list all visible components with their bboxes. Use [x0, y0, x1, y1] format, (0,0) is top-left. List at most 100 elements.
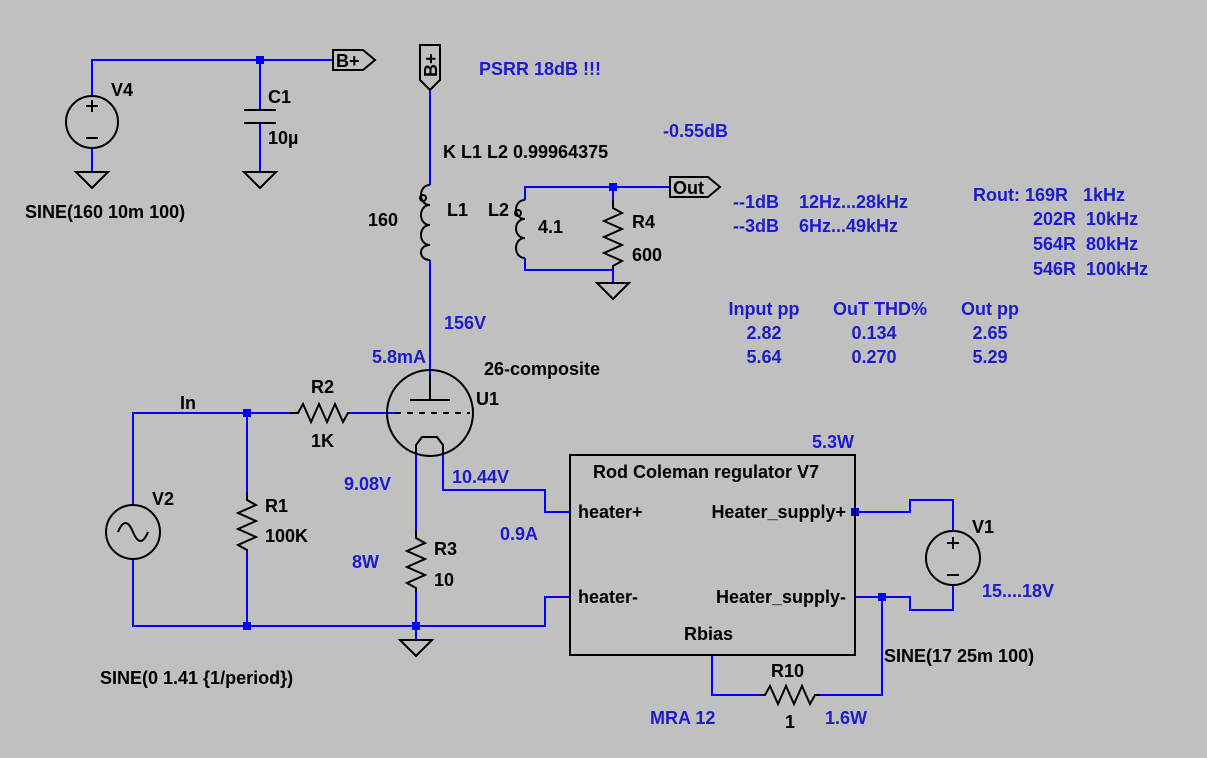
anode-current: 5.8mA: [372, 347, 426, 367]
bandwidth-1db: --1dB 12Hz...28kHz: [733, 192, 908, 212]
c1-value: 10µ: [268, 128, 298, 148]
pin-rbias: Rbias: [684, 624, 733, 644]
grid-voltage: 9.08V: [344, 474, 391, 494]
polarity-dot: [419, 194, 427, 202]
table-header: OuT THD%: [833, 299, 927, 319]
u1-model: 26-composite: [484, 359, 600, 379]
table-cell: 2.65: [972, 323, 1007, 343]
bplus-flag: [332, 49, 377, 71]
l2-name: L2: [488, 200, 509, 220]
coupling-directive: K L1 L2 0.99964375: [443, 142, 608, 162]
junction-dot: [243, 622, 251, 630]
r4-value: 600: [632, 245, 662, 265]
table-header: Input pp: [729, 299, 800, 319]
bandwidth-3db: --3dB 6Hz...49kHz: [733, 216, 898, 236]
r2-value: 1K: [311, 431, 334, 451]
r2-name: R2: [311, 377, 334, 397]
r2-resistor: [290, 401, 350, 425]
r10-resistor: [760, 683, 820, 707]
bplus-flag-label: B+: [336, 51, 360, 71]
dc-source-icon: [925, 530, 981, 586]
r3-name: R3: [434, 539, 457, 559]
filament-current: 0.9A: [500, 524, 538, 544]
r1-value: 100K: [265, 526, 308, 546]
v1-range: 15....18V: [982, 581, 1054, 601]
in-net-label: In: [180, 393, 196, 413]
r1-name: R1: [265, 496, 288, 516]
l1-inductor: [419, 184, 431, 261]
rout-notes: Rout: 169R 1kHz 202R 10kHz 564R 80kHz 54…: [973, 185, 1148, 279]
mra-note: MRA 12: [650, 708, 715, 728]
rout-line: 564R 80kHz: [1033, 234, 1138, 254]
table-cell: 0.134: [851, 323, 896, 343]
ground-icon: [241, 171, 279, 190]
l2-inductor: [514, 199, 526, 259]
measurement-table: Input pp OuT THD% Out pp 2.82 0.134 2.65…: [729, 299, 1019, 367]
psrr-note: PSRR 18dB !!!: [479, 59, 601, 79]
filament: [415, 436, 444, 455]
l1-name: L1: [447, 200, 468, 220]
anode-voltage: 156V: [444, 313, 486, 333]
table-cell: 0.270: [851, 347, 896, 367]
r4-resistor: [601, 200, 625, 270]
rout-line: 202R 10kHz: [1033, 209, 1138, 229]
junction-dot: [256, 56, 264, 64]
r1-resistor: [235, 492, 259, 552]
out-flag-label: Out: [673, 178, 704, 198]
l2-value: 4.1: [538, 217, 563, 237]
u1-triode: [386, 369, 474, 457]
rout-line: Rout: 169R 1kHz: [973, 185, 1125, 205]
l1-value: 160: [368, 210, 398, 230]
regulator-title: Rod Coleman regulator V7: [593, 462, 819, 482]
out-flag: [669, 176, 722, 198]
ground-symbols: [73, 171, 632, 658]
filament-voltage: 10.44V: [452, 467, 509, 487]
junction-dot: [243, 409, 251, 417]
pin-heater-supply-plus: Heater_supply+: [711, 502, 846, 522]
junction-dot: [412, 622, 420, 630]
wires: [91, 59, 954, 696]
pin-heater-plus: heater+: [578, 502, 643, 522]
pin-heater-minus: heater-: [578, 587, 638, 607]
r3-resistor: [404, 530, 428, 592]
table-header: Out pp: [961, 299, 1019, 319]
pin-heater-supply-minus: Heater_supply-: [716, 587, 846, 607]
table-cell: 2.82: [746, 323, 781, 343]
dc-source-icon: [65, 95, 119, 149]
table-cell: 5.64: [746, 347, 781, 367]
v4-spec: SINE(160 10m 100): [25, 202, 185, 222]
v4-name: V4: [111, 80, 133, 100]
ground-icon: [594, 282, 632, 301]
ground-icon: [73, 171, 111, 190]
r3-value: 10: [434, 570, 454, 590]
polarity-dot: [514, 209, 522, 217]
v2-source: [105, 504, 161, 560]
v1-spec: SINE(17 25m 100): [884, 646, 1034, 666]
regulator-block: [569, 454, 856, 656]
v2-spec: SINE(0 1.41 {1/period}): [100, 668, 293, 688]
r10-value: 1: [785, 712, 795, 732]
v2-name: V2: [152, 489, 174, 509]
r3-power: 8W: [352, 552, 379, 572]
c1-name: C1: [268, 87, 291, 107]
r10-name: R10: [771, 661, 804, 681]
junction-dot: [609, 183, 617, 191]
v1-name: V1: [972, 517, 994, 537]
c1-capacitor: [244, 109, 276, 124]
r10-power: 1.6W: [825, 708, 867, 728]
ac-source-icon: [105, 504, 161, 560]
junction-dot: [878, 593, 886, 601]
ground-icon: [397, 639, 435, 658]
u1-name: U1: [476, 389, 499, 409]
table-cell: 5.29: [972, 347, 1007, 367]
regulator-power: 5.3W: [812, 432, 854, 452]
v4-source: [65, 95, 119, 149]
v1-source: [925, 530, 981, 586]
bplus-vertical-flag: [419, 44, 441, 92]
r4-name: R4: [632, 212, 655, 232]
gain-note: -0.55dB: [663, 121, 728, 141]
bplus-vertical-flag-label: B+: [421, 53, 441, 77]
rout-line: 546R 100kHz: [1033, 259, 1148, 279]
triode-envelope-icon: [386, 369, 474, 457]
